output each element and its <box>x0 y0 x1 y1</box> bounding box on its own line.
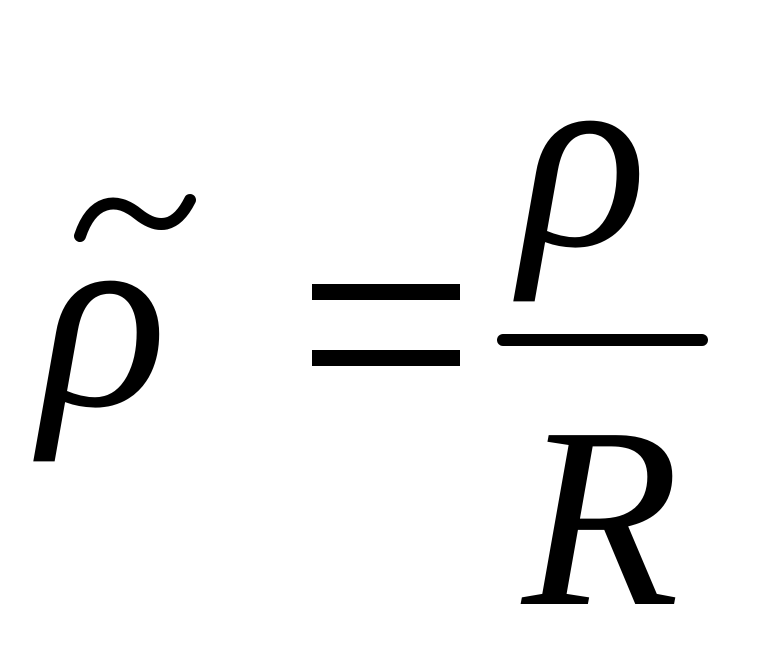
numerator-rho: ρ <box>512 10 647 303</box>
lhs-rho: ρ <box>32 170 167 463</box>
denominator-R: R <box>518 374 680 656</box>
fraction-bar <box>497 334 708 346</box>
equals-sign <box>312 284 460 366</box>
tilde-accent <box>74 194 196 242</box>
